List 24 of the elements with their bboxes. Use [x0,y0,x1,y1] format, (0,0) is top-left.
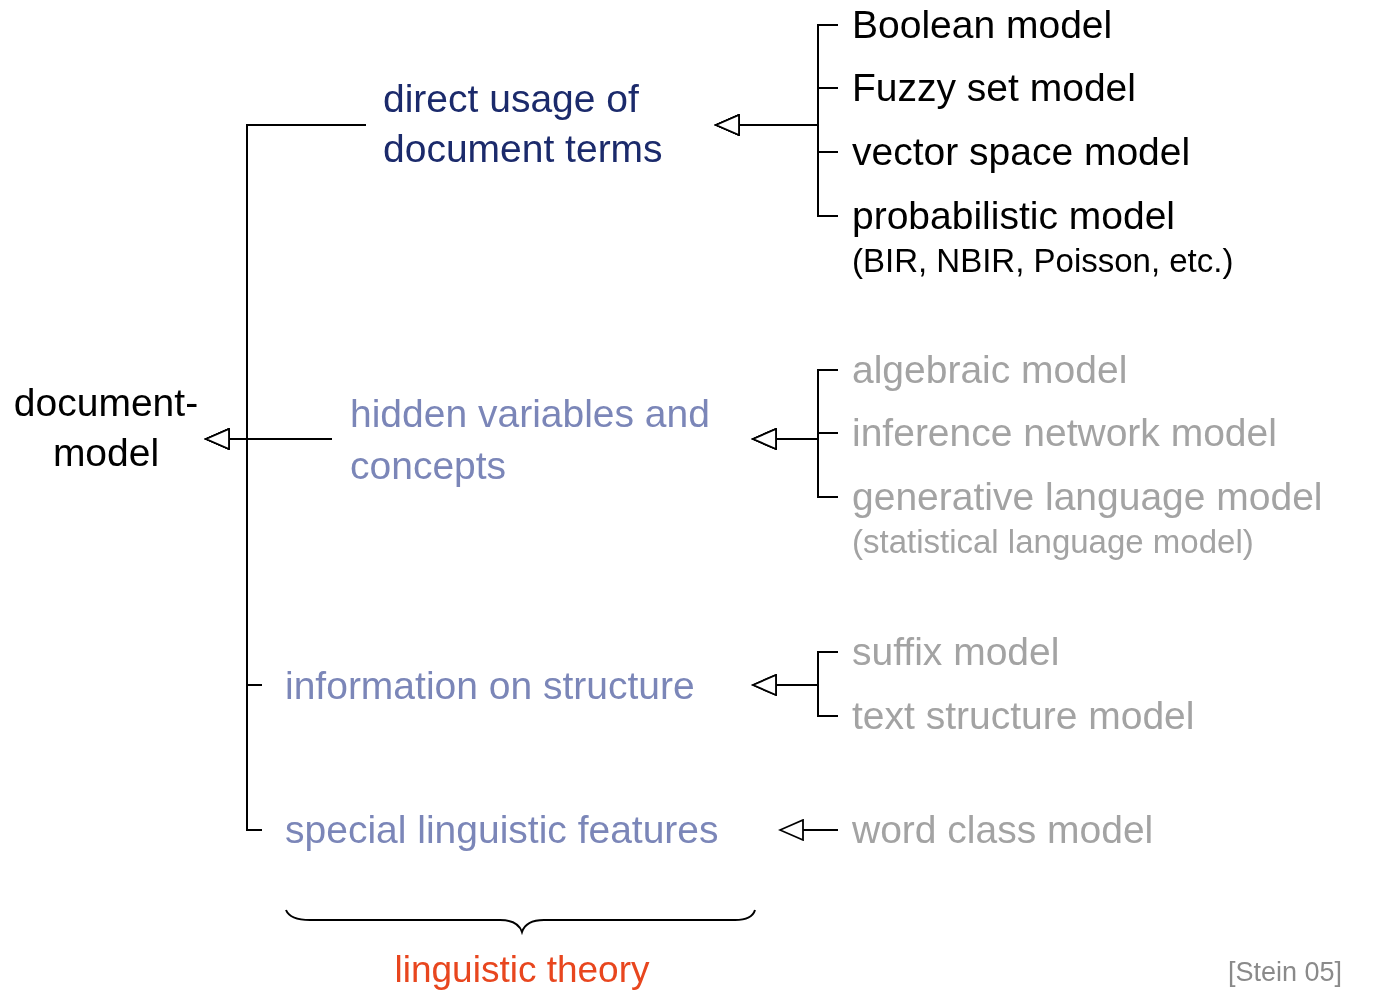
arrow [715,114,839,217]
node-label: document-model [12,380,200,476]
node-label: generative language model [852,474,1323,520]
node-label: direct usage of document terms [383,76,664,172]
node-label: suffix model [852,629,1060,675]
node-note: (statistical language model) [852,522,1255,562]
node-label: Fuzzy set model [852,65,1136,111]
node-label: probabilistic model [852,193,1175,239]
node-label: inference network model [852,410,1277,456]
node-label: hidden variables and concepts [350,391,711,489]
node-label: word class model [852,807,1154,853]
arrow [779,819,839,841]
node-label: text structure model [852,693,1195,739]
node-label: vector space model [852,129,1191,175]
arrow [205,428,263,831]
node-note: (BIR, NBIR, Poisson, etc.) [852,241,1235,281]
node-label: special linguistic features [285,807,719,853]
brace-label: linguistic theory [393,948,651,991]
citation: [Stein 05] [1226,956,1344,989]
node-label: information on structure [285,663,695,709]
arrow [752,428,839,498]
node-label: algebraic model [852,347,1128,393]
arrow [752,674,839,717]
node-label: Boolean model [852,2,1113,48]
